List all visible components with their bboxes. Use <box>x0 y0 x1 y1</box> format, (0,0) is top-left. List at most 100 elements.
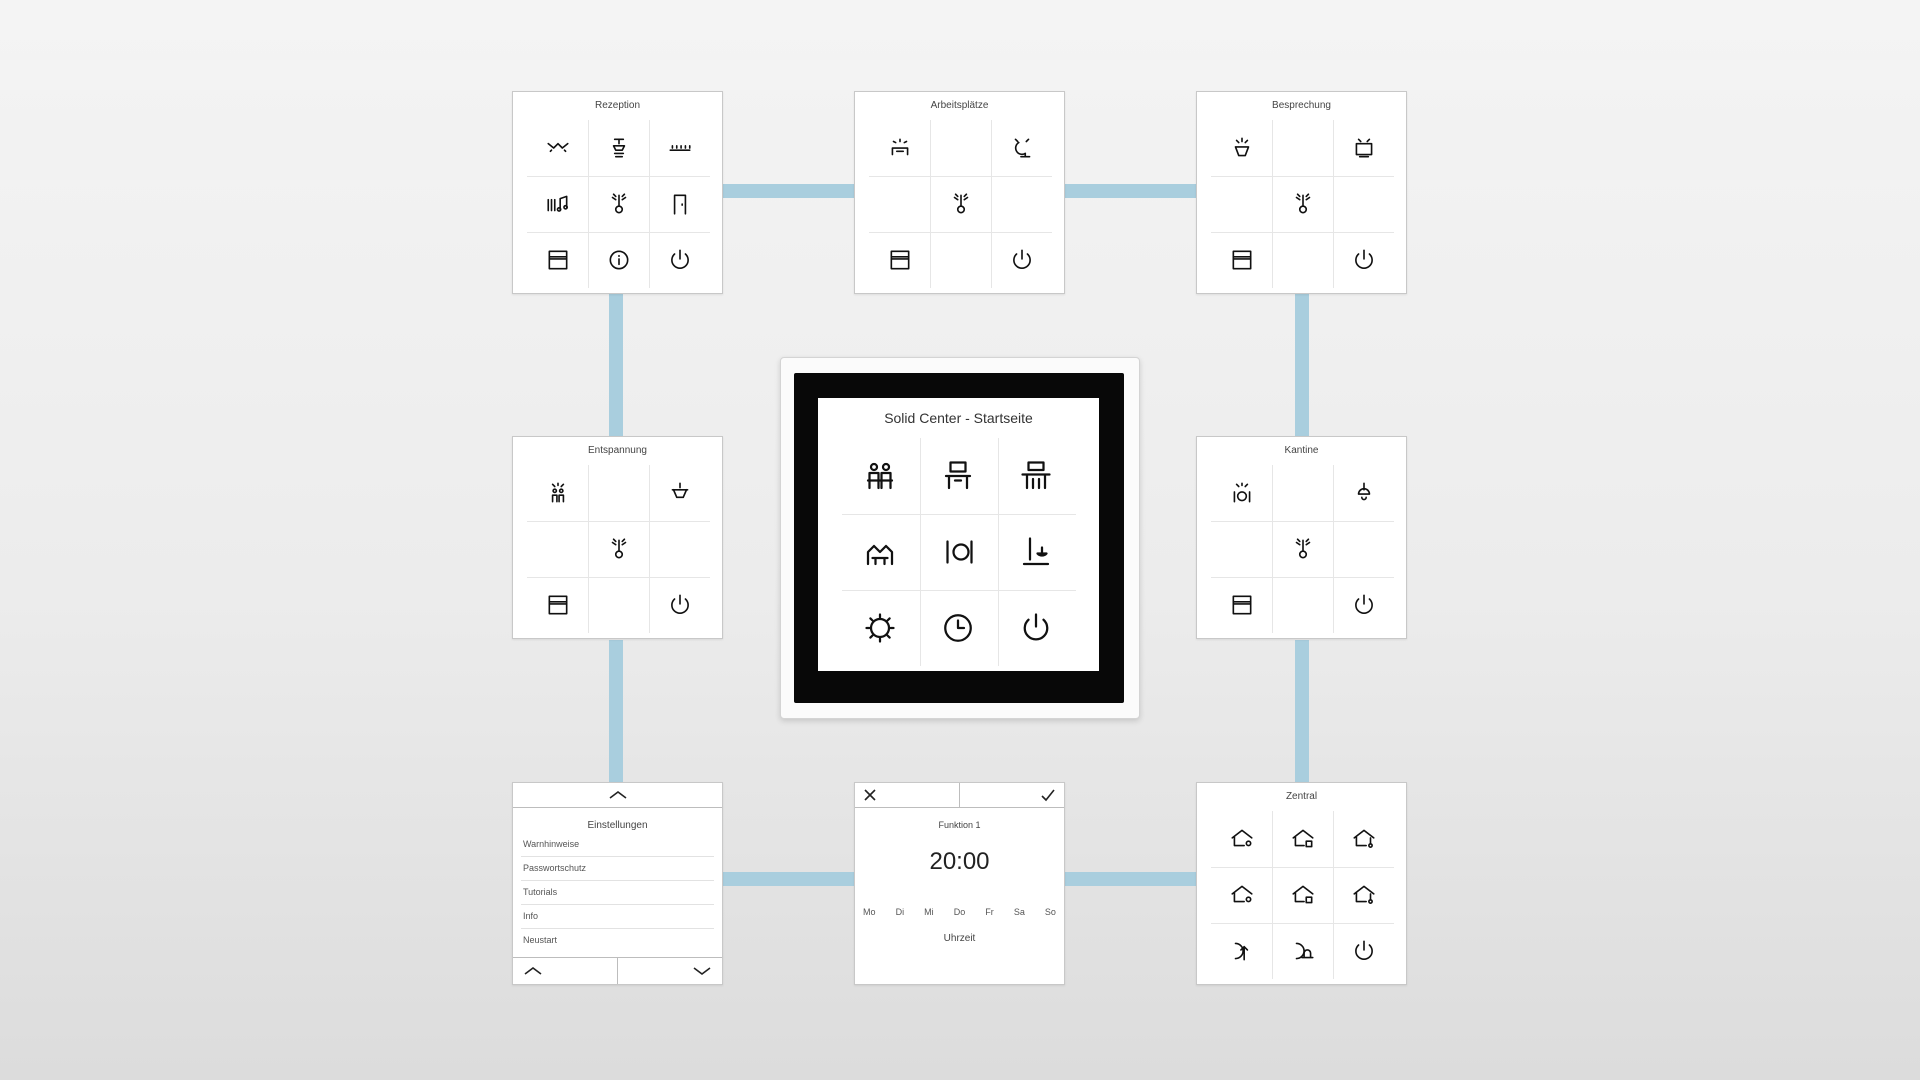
weekday-toggle[interactable]: Mi <box>924 907 934 917</box>
settings-gear-button[interactable] <box>842 590 918 666</box>
empty-cell <box>530 523 585 575</box>
panel-workplaces[interactable]: Arbeitsplätze <box>854 91 1065 294</box>
power-icon <box>1354 940 1373 960</box>
grid-divider <box>842 590 1076 591</box>
lounge-seating-button[interactable] <box>842 514 918 590</box>
grid-divider <box>527 521 710 522</box>
chevron-down-icon <box>693 967 711 975</box>
pendant-lamp-button[interactable] <box>1336 467 1391 519</box>
house-light-button[interactable] <box>1214 813 1269 865</box>
weekday-toggle[interactable]: Mo <box>863 907 876 917</box>
panel-settings[interactable]: Einstellungen Warnhinweise Passwortschut… <box>512 782 723 985</box>
list-item[interactable]: Passwortschutz <box>521 857 714 881</box>
cutlery-plate-icon <box>946 540 973 564</box>
presentation-screen-button[interactable] <box>1336 122 1391 174</box>
grid-divider <box>527 176 710 177</box>
panel-reception[interactable]: Rezeption <box>512 91 723 294</box>
power-icon <box>670 249 689 269</box>
power-button[interactable] <box>994 234 1049 286</box>
light-dimmer-icon <box>1022 537 1050 566</box>
cancel-button[interactable] <box>855 783 959 807</box>
scroll-down-button[interactable] <box>617 958 722 984</box>
power-button[interactable] <box>652 579 707 631</box>
lamp-button[interactable] <box>994 122 1049 174</box>
temperature-fan-button[interactable] <box>933 178 988 230</box>
weekday-toggle[interactable]: Fr <box>985 907 994 917</box>
confirm-button[interactable] <box>959 783 1064 807</box>
info-button[interactable] <box>591 234 646 286</box>
temperature-fan-button[interactable] <box>591 178 646 230</box>
house-temperature-button[interactable] <box>1336 869 1391 921</box>
blind-button[interactable] <box>530 579 585 631</box>
power-icon <box>1023 613 1049 641</box>
scroll-up-button[interactable] <box>513 783 722 808</box>
power-button[interactable] <box>652 234 707 286</box>
settings-gear-icon <box>865 613 895 643</box>
empty-cell <box>933 234 988 286</box>
back-button[interactable] <box>513 958 617 984</box>
power-button[interactable] <box>998 590 1074 666</box>
spot-light-button[interactable] <box>591 122 646 174</box>
weekday-toggle[interactable]: So <box>1044 907 1056 917</box>
panel-central[interactable]: Zentral <box>1196 782 1407 985</box>
desk-light-button[interactable] <box>872 122 927 174</box>
house-temperature-button[interactable] <box>1336 813 1391 865</box>
blind-button[interactable] <box>872 234 927 286</box>
connector-bottom-left <box>721 872 855 886</box>
info-icon <box>609 250 628 270</box>
house-lock-button[interactable] <box>1275 869 1330 921</box>
list-item[interactable]: Info <box>521 905 714 929</box>
panel-meeting[interactable]: Besprechung <box>1196 91 1407 294</box>
chandelier-icon <box>671 482 688 499</box>
panel-canteen[interactable]: Kantine <box>1196 436 1407 639</box>
clock-button[interactable] <box>920 590 996 666</box>
cutlery-plate-button[interactable] <box>920 514 996 590</box>
device-icon-grid <box>842 438 1076 668</box>
list-item[interactable]: Tutorials <box>521 881 714 905</box>
workplace-desk-button[interactable] <box>920 438 996 514</box>
away-button[interactable] <box>1214 925 1269 977</box>
lounge-light-button[interactable] <box>530 467 585 519</box>
temperature-fan-button[interactable] <box>591 523 646 575</box>
ceiling-light-button[interactable] <box>530 122 585 174</box>
empty-cell <box>591 467 646 519</box>
table-light-button[interactable] <box>1214 122 1269 174</box>
list-item[interactable]: Neustart <box>523 935 558 945</box>
temperature-fan-button[interactable] <box>1275 523 1330 575</box>
icon-grid <box>1211 811 1394 979</box>
dining-light-button[interactable] <box>1214 467 1269 519</box>
weekday-toggle[interactable]: Di <box>895 907 905 917</box>
led-strip-button[interactable] <box>652 122 707 174</box>
weekday-selector: Mo Di Mi Do Fr Sa So <box>863 907 1056 917</box>
empty-cell <box>1275 234 1330 286</box>
list-item[interactable]: Warnhinweise <box>521 833 714 857</box>
people-seated-button[interactable] <box>842 438 918 514</box>
power-icon <box>1354 594 1373 614</box>
blind-button[interactable] <box>1214 234 1269 286</box>
power-button[interactable] <box>1336 234 1391 286</box>
led-strip-icon <box>668 145 691 151</box>
light-dimmer-button[interactable] <box>998 514 1074 590</box>
house-lock-button[interactable] <box>1275 813 1330 865</box>
sleep-button[interactable] <box>1275 925 1330 977</box>
house-light-button[interactable] <box>1214 869 1269 921</box>
blind-button[interactable] <box>530 234 585 286</box>
meeting-table-button[interactable] <box>998 438 1074 514</box>
music-button[interactable] <box>530 178 585 230</box>
chevron-up-icon <box>524 967 542 975</box>
panel-relaxation[interactable]: Entspannung <box>512 436 723 639</box>
grid-divider <box>1211 923 1394 924</box>
weekday-toggle[interactable]: Sa <box>1013 907 1025 917</box>
door-button[interactable] <box>652 178 707 230</box>
panel-timer[interactable]: Funktion 1 20:00 Mo Di Mi Do Fr Sa So Uh… <box>854 782 1065 985</box>
chandelier-button[interactable] <box>652 467 707 519</box>
power-button[interactable] <box>1336 579 1391 631</box>
connector-left-lower <box>609 640 623 782</box>
function-label: Funktion 1 <box>938 820 981 830</box>
temperature-fan-button[interactable] <box>1275 178 1330 230</box>
time-value[interactable]: 20:00 <box>929 848 990 875</box>
power-button[interactable] <box>1336 925 1391 977</box>
grid-divider <box>1211 232 1394 233</box>
weekday-toggle[interactable]: Do <box>953 907 966 917</box>
blind-button[interactable] <box>1214 579 1269 631</box>
